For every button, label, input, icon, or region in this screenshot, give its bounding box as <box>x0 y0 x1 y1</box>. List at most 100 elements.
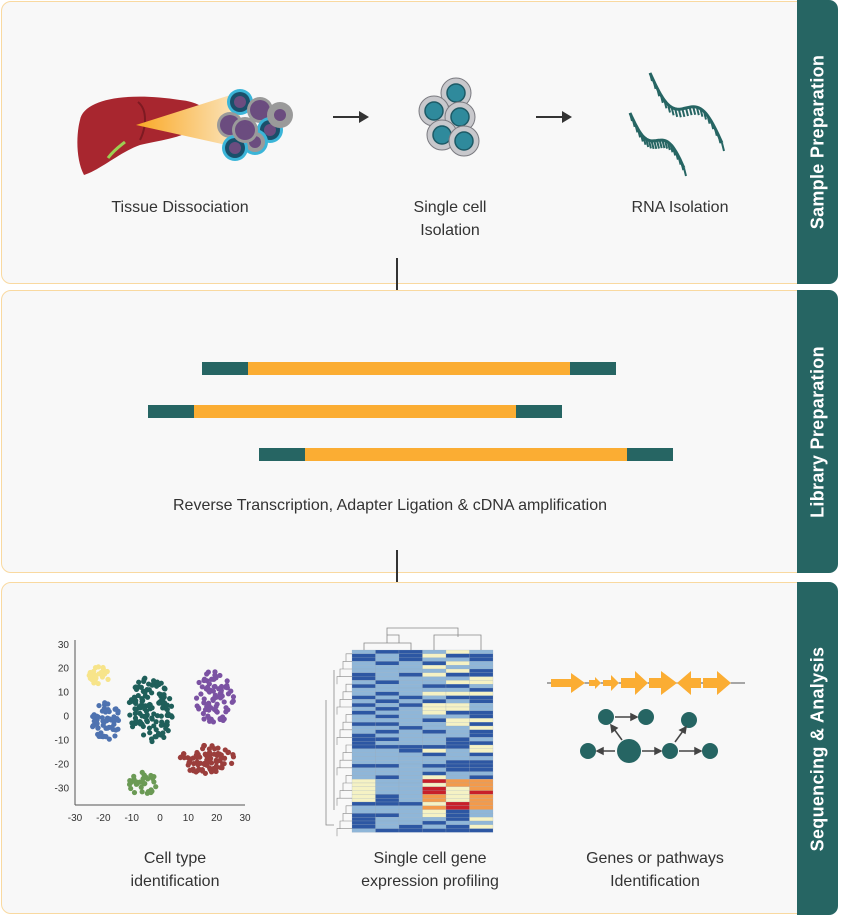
dendrogram-branch <box>342 721 352 730</box>
heatmap-cell <box>445 665 470 670</box>
heatmap-cell <box>422 782 447 787</box>
data-point <box>199 768 206 774</box>
data-point <box>133 779 140 785</box>
step-label-line1: Single cell <box>413 199 487 216</box>
heatmap-cell <box>351 763 376 768</box>
heatmap-cell <box>422 801 447 806</box>
heatmap-cell <box>375 771 400 776</box>
cdna-fragment <box>259 448 673 461</box>
heatmap-cell <box>351 760 376 765</box>
heatmap-cell <box>375 767 400 772</box>
cell-nucleus <box>234 96 246 108</box>
heatmap-cell <box>351 744 376 749</box>
data-point <box>205 713 211 719</box>
heatmap-cell <box>375 828 400 833</box>
library-preparation-title: Library Preparation <box>807 345 827 518</box>
library-preparation-tab: Library Preparation <box>797 290 838 573</box>
heatmap-cell <box>469 653 494 658</box>
heatmap-cell <box>445 729 470 734</box>
heatmap-cell <box>398 718 423 723</box>
heatmap-cell <box>469 676 494 681</box>
dendrogram-branch <box>433 634 482 650</box>
data-point <box>165 728 171 734</box>
cell-nucleus <box>446 83 466 103</box>
heatmap-cell <box>351 782 376 787</box>
heatmap-cell <box>469 794 494 799</box>
data-point <box>129 720 135 726</box>
heatmap-cell <box>351 729 376 734</box>
heatmap-cell <box>422 813 447 818</box>
heatmap-cell <box>469 779 494 784</box>
heatmap-cell <box>398 737 423 742</box>
heatmap-cell <box>469 771 494 776</box>
heatmap-cell <box>351 672 376 677</box>
heatmap-cell <box>422 779 447 784</box>
heatmap-cell <box>445 786 470 791</box>
data-point <box>151 779 157 785</box>
dendrogram-branch <box>339 729 352 738</box>
heatmap-cell <box>375 649 400 654</box>
cell-nucleus <box>274 109 286 121</box>
data-point <box>149 690 155 696</box>
heatmap-cell <box>375 820 400 825</box>
arrow-right-2 <box>536 111 572 123</box>
data-point <box>141 713 148 720</box>
heatmap-cell <box>469 801 494 806</box>
heatmap-cell <box>375 760 400 765</box>
heatmap-cell <box>375 722 400 727</box>
data-point <box>201 761 208 768</box>
data-point <box>141 772 147 778</box>
heatmap-cell <box>351 714 376 719</box>
heatmap-cell <box>398 657 423 662</box>
heatmap-cell <box>375 718 400 723</box>
data-point <box>221 716 227 722</box>
heatmap-cell <box>422 805 447 810</box>
heatmap-cell <box>398 691 423 696</box>
heatmap-cell <box>445 771 470 776</box>
data-point <box>221 699 227 705</box>
heatmap-cell <box>351 790 376 795</box>
data-point <box>151 711 157 717</box>
heatmap-cell <box>398 703 423 708</box>
heatmap-cell <box>445 703 470 708</box>
step-label-line2: expression profiling <box>361 873 499 890</box>
x-tick-label: 30 <box>239 813 251 824</box>
heatmap-cell <box>398 687 423 692</box>
y-tick-label: 0 <box>63 712 69 723</box>
data-point <box>131 694 137 700</box>
data-point <box>213 765 219 771</box>
data-point <box>138 684 144 690</box>
heatmap-cell <box>445 767 470 772</box>
liver-tissue-icon <box>77 89 293 175</box>
data-point <box>195 767 201 774</box>
data-point <box>153 719 159 725</box>
y-tick-label: 20 <box>58 664 70 675</box>
heatmap-cell <box>469 710 494 715</box>
data-point <box>164 706 170 712</box>
heatmap-cell <box>351 748 376 753</box>
data-point <box>131 773 137 779</box>
cell-nucleus <box>432 125 452 145</box>
data-point <box>198 691 204 697</box>
heatmap-cell <box>422 722 447 727</box>
data-point <box>144 790 150 796</box>
heatmap-cell <box>398 771 423 776</box>
heatmap-cell <box>469 824 494 829</box>
heatmap-cell <box>398 649 423 654</box>
data-point <box>138 784 144 790</box>
heatmap-cell <box>469 752 494 757</box>
data-point <box>95 714 101 720</box>
heatmap-cell <box>351 820 376 825</box>
data-point <box>206 759 212 765</box>
data-point <box>147 730 153 736</box>
heatmap-cell <box>469 741 494 746</box>
heatmap-cell <box>422 676 447 681</box>
step-label-line1: Single cell gene <box>373 850 487 867</box>
heatmap-cell <box>398 767 423 772</box>
heatmap-cell <box>445 653 470 658</box>
dendrogram-branch <box>345 805 352 814</box>
data-point <box>177 754 183 761</box>
cell-nucleus <box>454 131 474 151</box>
heatmap-cell <box>351 767 376 772</box>
